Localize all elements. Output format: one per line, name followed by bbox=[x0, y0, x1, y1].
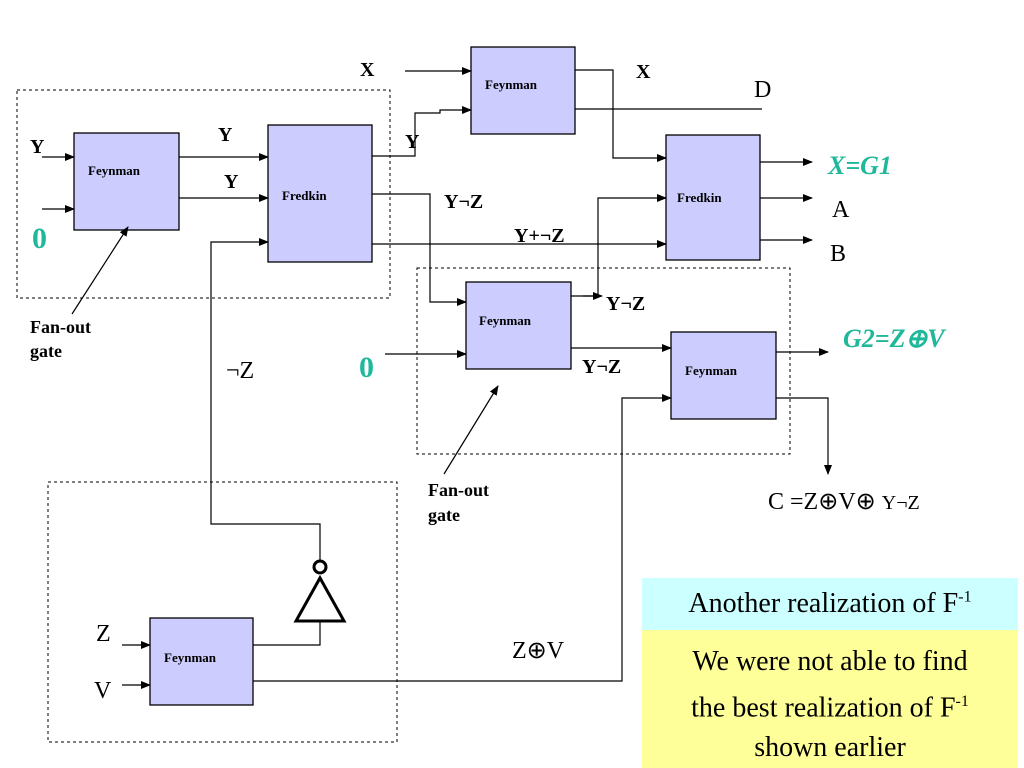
label-a-out: A bbox=[832, 197, 850, 223]
gate-label-feynman-top: Feynman bbox=[485, 77, 538, 92]
label-y-to-top: Y bbox=[405, 131, 420, 153]
label-z-xor-v: Z⊕V bbox=[512, 638, 565, 664]
bottom-group-box bbox=[47, 481, 398, 743]
label-y-not-z-3: Y¬Z bbox=[582, 356, 621, 378]
gate-label-fredkin-right: Fredkin bbox=[677, 190, 722, 205]
label-y-in: Y bbox=[30, 136, 45, 158]
realization-superscript: -1 bbox=[958, 588, 972, 606]
label-y-plus-not-z: Y+¬Z bbox=[514, 225, 565, 247]
gate-label-feynman-fanout1: Feynman bbox=[88, 163, 141, 178]
realization-text: Another realization of F bbox=[688, 588, 959, 619]
label-g2: G2=Z⊕V bbox=[843, 324, 947, 353]
fanout1-label-line1: Fan-out bbox=[30, 317, 91, 337]
wire-not-z bbox=[210, 238, 321, 560]
not-able-line-2: the best realization of F bbox=[691, 692, 956, 724]
feynman-gate-fanout2 bbox=[465, 281, 572, 370]
feynman-gate-g2 bbox=[670, 331, 777, 420]
label-c-out-small: Y¬Z bbox=[882, 492, 920, 514]
gate-label-fredkin-left: Fredkin bbox=[282, 188, 327, 203]
label-x-out: X bbox=[636, 61, 651, 83]
not-able-note-box: We were not able to find the best realiz… bbox=[642, 630, 1018, 768]
label-y-fan2: Y bbox=[224, 171, 239, 193]
wire-to-inverter bbox=[253, 622, 321, 646]
label-y-not-z-2: Y¬Z bbox=[606, 293, 645, 315]
gate-label-feynman-g2: Feynman bbox=[685, 363, 738, 378]
realization-note-box: Another realization of F-1 bbox=[642, 578, 1018, 630]
label-d-out: D bbox=[754, 77, 771, 103]
not-able-line-3: shown earlier bbox=[754, 732, 906, 764]
fanout1-label-line2: gate bbox=[30, 341, 62, 361]
label-zero2: 0 bbox=[359, 351, 374, 384]
inverter-bubble-icon bbox=[312, 559, 328, 575]
wire-z-xor-v bbox=[253, 394, 672, 682]
feynman-gate-fanout1 bbox=[73, 132, 180, 231]
label-b-out: B bbox=[830, 241, 846, 267]
label-zero1: 0 bbox=[32, 222, 47, 255]
feynman-gate-bottom bbox=[149, 617, 254, 706]
wire-y-not-z-to-fredkin bbox=[571, 194, 667, 297]
label-y-fan1: Y bbox=[218, 124, 233, 146]
inverter-triangle-icon bbox=[293, 574, 347, 623]
label-c-out: C =Z⊕V⊕ Y¬Z bbox=[768, 489, 920, 515]
fredkin-gate-right bbox=[665, 134, 761, 261]
label-v-in: V bbox=[94, 678, 112, 704]
wire-y-not-z bbox=[372, 193, 467, 306]
not-able-line-1: We were not able to find bbox=[692, 646, 968, 677]
label-not-z: ¬Z bbox=[226, 358, 254, 384]
gate-label-feynman-fanout2: Feynman bbox=[479, 313, 532, 328]
label-z-in: Z bbox=[96, 621, 111, 647]
fanout-group-box-2 bbox=[416, 267, 791, 455]
label-x-in: X bbox=[360, 59, 375, 81]
wire-x-to-fredkin bbox=[575, 69, 667, 162]
label-c-out-main: C =Z⊕V⊕ bbox=[768, 489, 882, 515]
label-g1: X=G1 bbox=[827, 151, 892, 180]
label-y-not-z: Y¬Z bbox=[444, 191, 483, 213]
wire-c-out bbox=[776, 397, 832, 475]
gate-label-feynman-bottom: Feynman bbox=[164, 650, 217, 665]
fanout2-pointer bbox=[443, 385, 499, 475]
feynman-gate-top bbox=[470, 46, 576, 135]
fredkin-gate-left bbox=[267, 124, 373, 263]
wire-y-to-top-feynman bbox=[372, 106, 472, 157]
fanout2-label-line2: gate bbox=[428, 505, 460, 525]
fanout2-label-line1: Fan-out bbox=[428, 480, 489, 500]
not-able-superscript: -1 bbox=[955, 693, 969, 710]
fanout1-pointer bbox=[71, 226, 129, 315]
